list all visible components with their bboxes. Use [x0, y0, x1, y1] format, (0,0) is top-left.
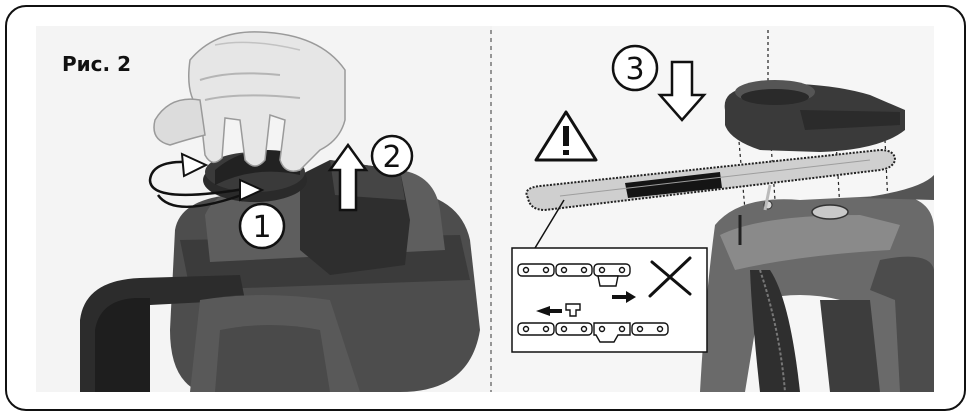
step-1-badge: 1 [238, 202, 286, 250]
left-photo [36, 26, 490, 392]
left-arrow-icon [536, 306, 562, 316]
right-photo [492, 26, 934, 392]
figure-label: Рис. 2 [62, 52, 132, 76]
chain-detail-inset [511, 247, 708, 353]
guide-bar [525, 148, 897, 212]
gloved-hand [153, 31, 346, 172]
callout-leader [534, 199, 565, 249]
cross-icon [648, 256, 692, 298]
up-arrow-icon [327, 142, 369, 212]
warning-triangle-icon [534, 110, 598, 162]
step-3-badge: 3 [611, 44, 659, 92]
step-1-number: 1 [252, 210, 271, 245]
step-2-badge: 2 [370, 134, 414, 178]
chain-cover [724, 80, 905, 152]
step-2-number: 2 [382, 140, 401, 175]
step-3-number: 3 [625, 52, 644, 87]
rotate-arrow-icon [148, 152, 265, 209]
down-arrow-icon [657, 60, 707, 122]
